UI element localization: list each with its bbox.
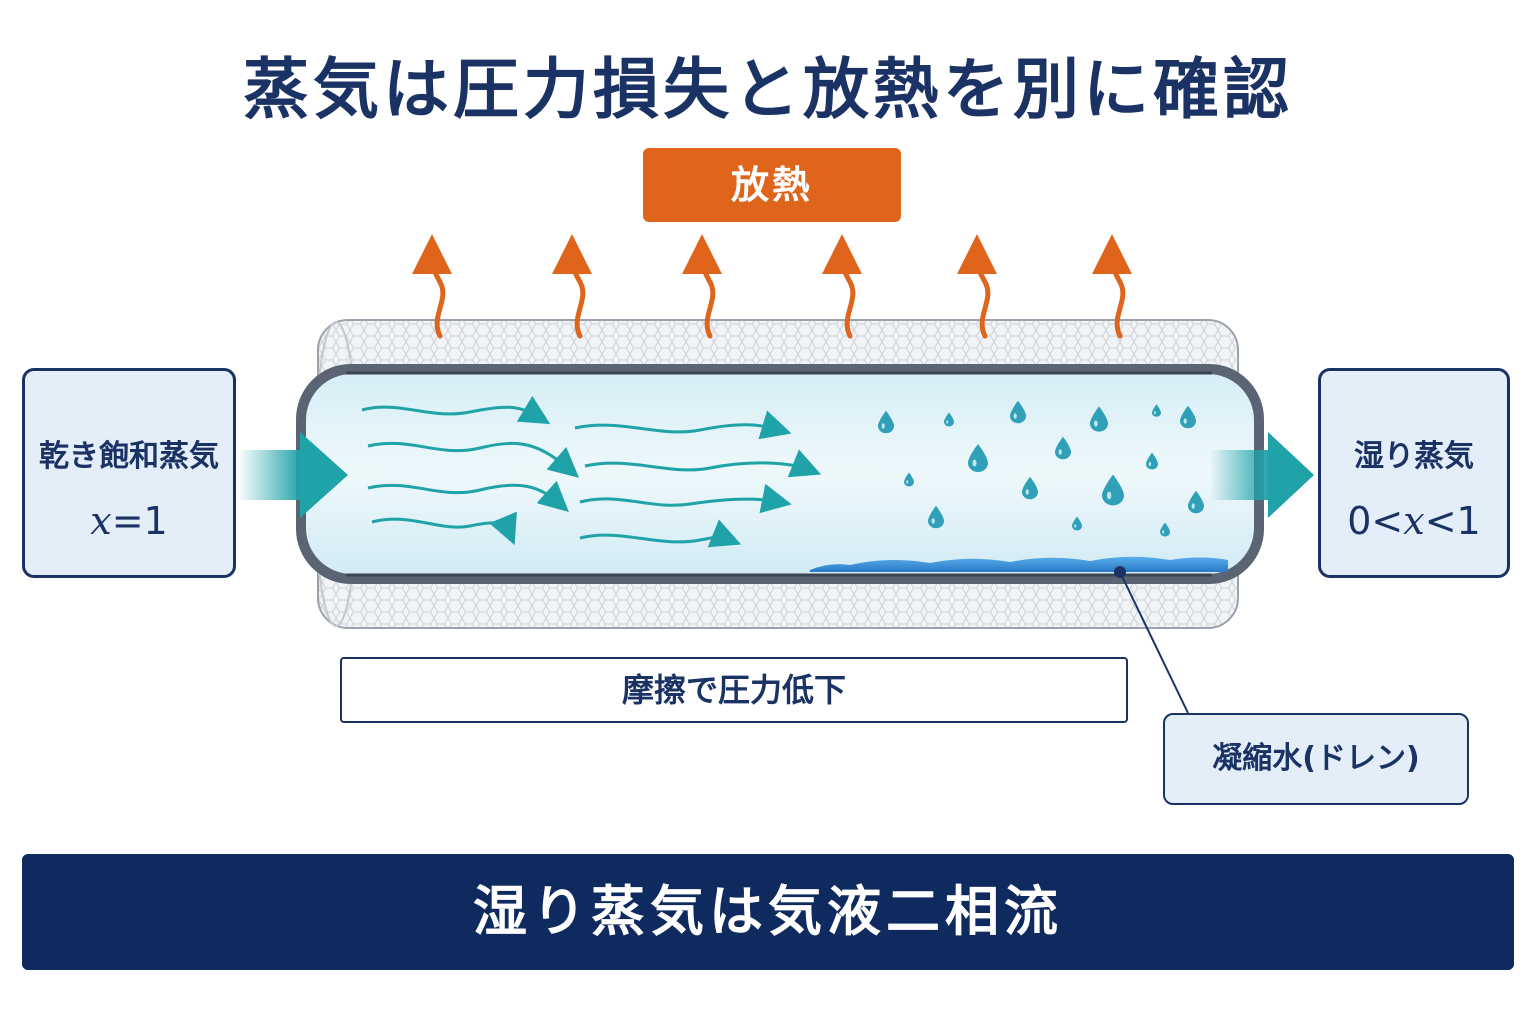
drain-label: 凝縮水(ドレン) [1212, 741, 1420, 776]
bottom-banner: 湿り蒸気は気液二相流 [22, 854, 1514, 970]
friction-pressure-drop-box: 摩擦で圧力低下 [340, 657, 1128, 723]
steam-pipe [296, 364, 1264, 584]
inlet-quality-value: x=1 [90, 499, 168, 543]
outlet-quality-value: 0<x<1 [1347, 499, 1481, 543]
heat-loss-badge: 放熱 [643, 148, 901, 222]
friction-label: 摩擦で圧力低下 [607, 671, 860, 709]
inlet-state-label: 乾き飽和蒸気 [39, 439, 219, 474]
inlet-arrow [238, 432, 348, 518]
steam-flow-arrows [361, 395, 822, 548]
drain-leader-line [1114, 566, 1189, 714]
drain-label-box: 凝縮水(ドレン) [1163, 713, 1469, 805]
inlet-state-box: 乾き飽和蒸気 x=1 [22, 368, 236, 578]
heat-loss-arrows [411, 234, 1132, 339]
outlet-state-label: 湿り蒸気 [1354, 439, 1474, 474]
page-title: 蒸気は圧力損失と放熱を別に確認 [243, 51, 1293, 128]
outlet-state-box: 湿り蒸気 0<x<1 [1318, 368, 1510, 578]
outlet-arrow [1210, 432, 1314, 518]
